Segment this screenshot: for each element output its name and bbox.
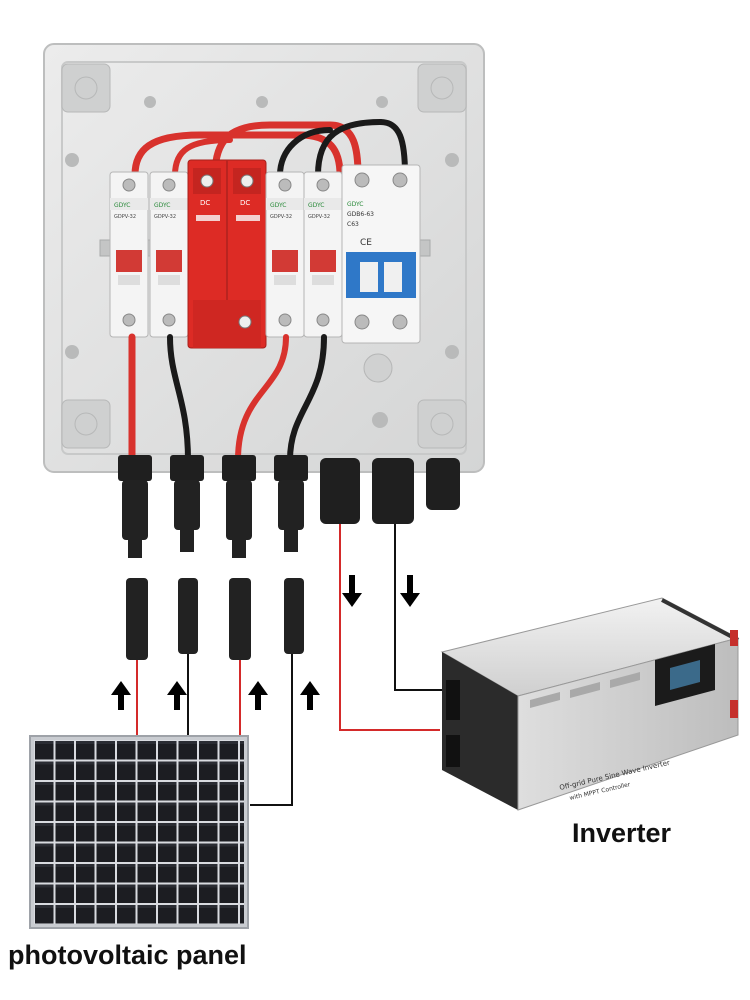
spd-dc-label: DC [200, 199, 210, 207]
mc4-panel-connectors [126, 578, 304, 660]
ce-mark: CE [360, 238, 372, 248]
lcd-display-icon [655, 644, 715, 706]
arrow-up-icon [300, 681, 320, 710]
breaker-brand: GDYC [114, 202, 130, 209]
arrow-down-icon [342, 575, 362, 607]
arrow-up-icon [167, 681, 187, 710]
screw-holes [65, 96, 459, 428]
dc-breaker-2: GDYC GDPV-32 [149, 171, 189, 338]
inverter-vents [530, 672, 640, 708]
breaker-brand: GDYC [270, 202, 286, 209]
dc-breaker-1: GDYC GDPV-32 [109, 171, 149, 338]
internal-cables [128, 333, 327, 464]
breaker-brand: GDYC [347, 201, 363, 208]
breaker-brand: GDYC [308, 202, 324, 209]
arrow-up-icon [111, 681, 131, 710]
breaker-brand: GDYC [154, 202, 170, 209]
connection-lines [136, 524, 448, 806]
inverter-label: Inverter [572, 818, 672, 848]
spd-dc-label: DC [240, 199, 250, 207]
mc4-box-connectors [122, 480, 304, 558]
mounting-posts [61, 63, 467, 449]
breaker-model: GDPV-32 [114, 214, 136, 220]
dc-breaker-4: GDYC GDPV-32 [303, 171, 343, 338]
ac-breaker: GDYC GDB6-63 C63 CE [341, 164, 421, 344]
top-bus-cables [131, 118, 408, 179]
photovoltaic-panel [29, 735, 249, 929]
cable-glands [118, 455, 460, 524]
breaker-model: GDPV-32 [270, 214, 292, 220]
inverter: Off-grid Pure Sine Wave Inverter with MP… [440, 597, 740, 811]
breaker-model: GDPV-32 [154, 214, 176, 220]
breaker-model: GDPV-32 [308, 214, 330, 220]
ac-breaker-model: GDB6-63 [347, 211, 374, 218]
arrow-down-icon [400, 575, 420, 607]
ac-breaker-rating: C63 [347, 221, 359, 228]
surge-protector: DC DC [187, 159, 267, 349]
photovoltaic-panel-label: photovoltaic panel [8, 940, 247, 970]
dc-breaker-3: GDYC GDPV-32 [265, 171, 305, 338]
arrow-up-icon [248, 681, 268, 710]
